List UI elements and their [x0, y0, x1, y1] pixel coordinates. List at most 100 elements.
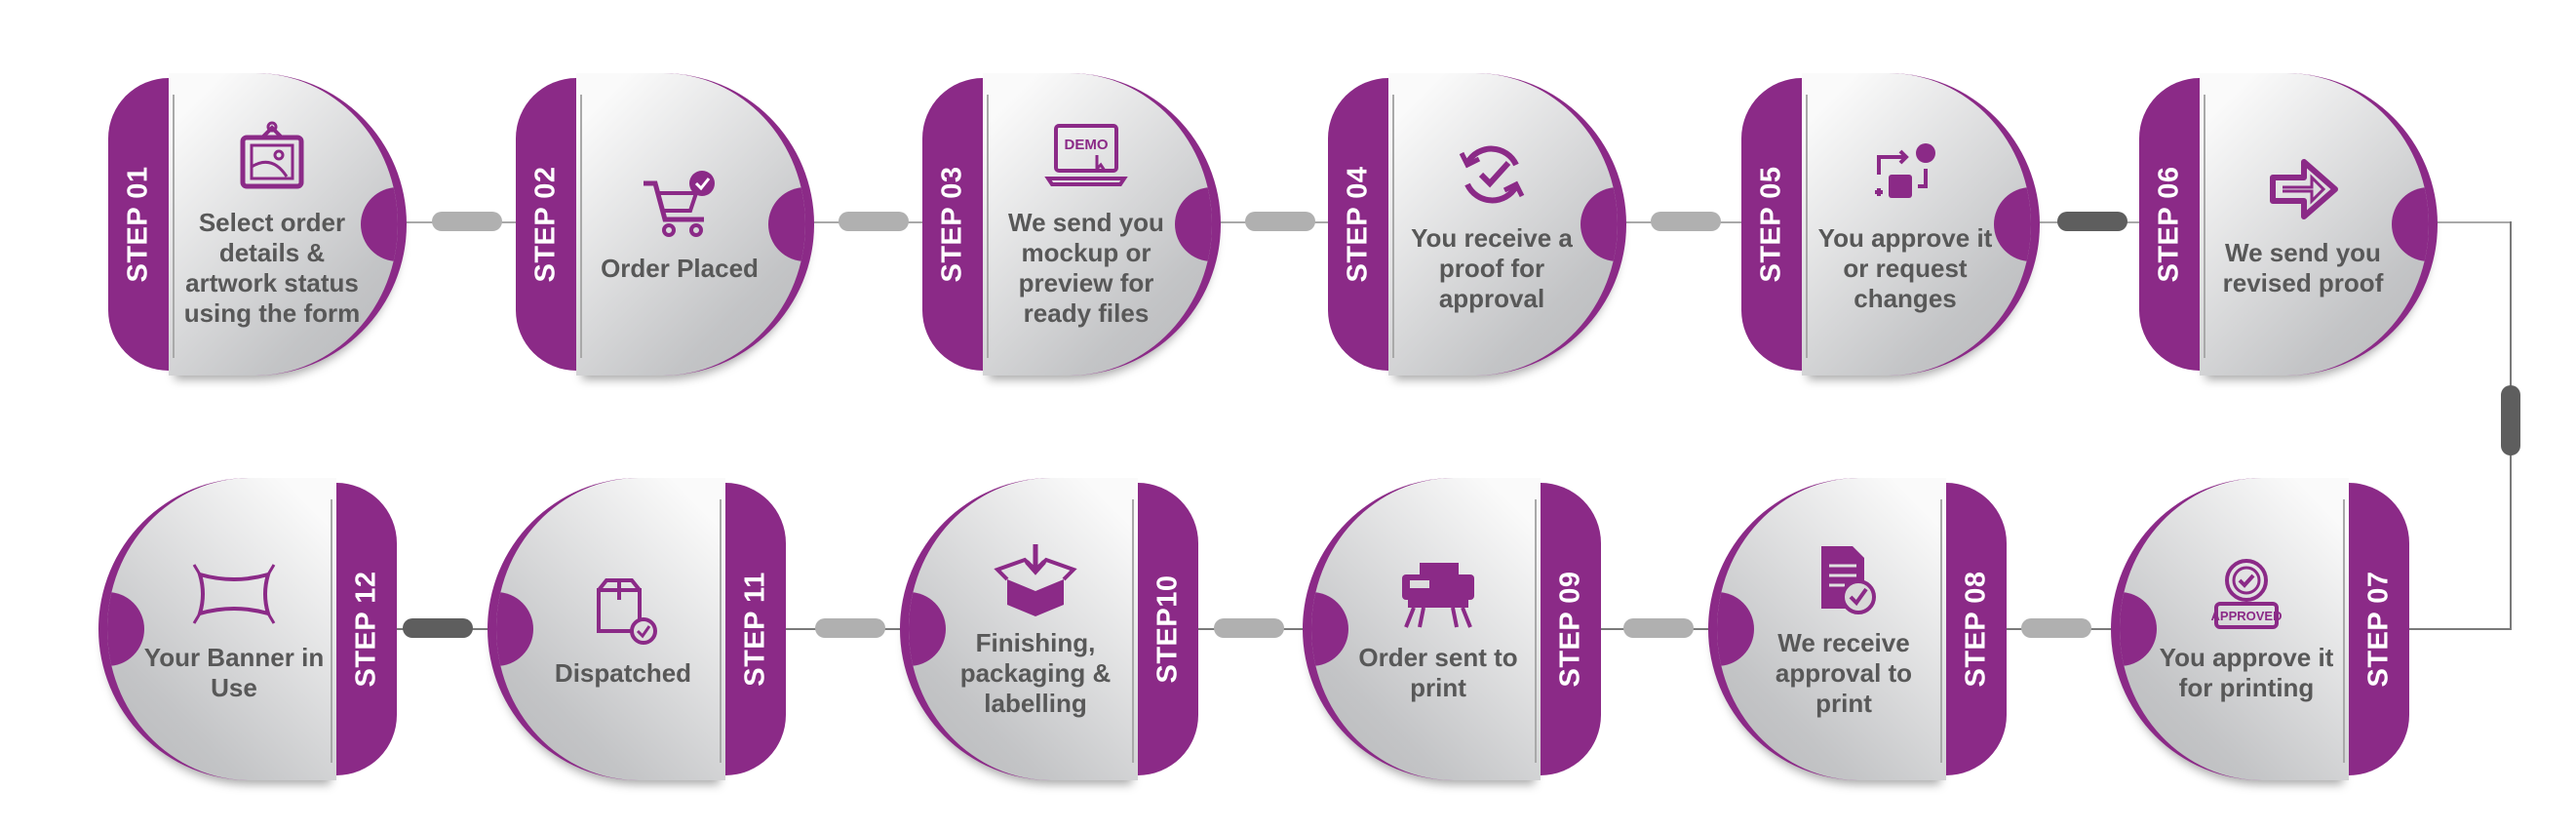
- divider: [331, 499, 332, 763]
- step-number: STEP 06: [2153, 166, 2185, 283]
- step-disc: You receive a proof for approval: [1388, 73, 1626, 376]
- step-content: Select order details & artwork status us…: [175, 93, 370, 356]
- step-number: STEP10: [1151, 574, 1184, 684]
- step-disc: We send you revised proof: [2200, 73, 2438, 376]
- shopping-cart-check-icon: [644, 170, 715, 237]
- step-card-12: Your Banner in Use STEP 12: [98, 478, 397, 780]
- step-label: Order Placed: [601, 253, 759, 283]
- step-card-6: We send you revised proof STEP 06: [2139, 73, 2438, 376]
- step-content: DEMO We send you mockup or preview for r…: [989, 93, 1184, 356]
- divider: [1535, 499, 1537, 763]
- step-disc: Dispatched: [488, 478, 725, 780]
- divider: [2204, 95, 2205, 358]
- connector-pill: [2021, 618, 2091, 638]
- step-label: Dispatched: [554, 657, 692, 688]
- divider: [1940, 499, 1942, 763]
- step-card-9: Order sent to print STEP 09: [1303, 478, 1601, 780]
- step-number: STEP 08: [1960, 571, 1992, 688]
- approved-stamp-icon: APPROVED: [2211, 559, 2283, 629]
- step-label: Your Banner in Use: [143, 643, 325, 702]
- step-tab: STEP 04: [1328, 78, 1388, 371]
- step-disc: Your Banner in Use: [98, 478, 336, 780]
- connector-pill: [432, 212, 502, 231]
- step-tab: STEP 11: [725, 483, 786, 775]
- divider: [987, 95, 989, 358]
- step-card-1: Select order details & artwork status us…: [108, 73, 407, 376]
- connector-pill: [1214, 618, 1284, 638]
- step-tab: STEP 05: [1741, 78, 1802, 371]
- step-number: STEP 02: [529, 166, 562, 283]
- connector-pill: [815, 618, 885, 638]
- step-content: We send you revised proof: [2205, 93, 2400, 356]
- step-number: STEP 04: [1342, 166, 1374, 283]
- step-card-10: Finishing, packaging & labelling STEP10: [900, 478, 1198, 780]
- step-number: STEP 03: [936, 166, 968, 283]
- step-tab: STEP 12: [336, 483, 397, 775]
- step-card-11: Dispatched STEP 11: [488, 478, 786, 780]
- connector-pill: [1651, 212, 1721, 231]
- step-tab: STEP 01: [108, 78, 169, 371]
- demo-laptop-icon: DEMO: [1044, 124, 1128, 186]
- arrow-right-icon: [2270, 159, 2338, 219]
- step-disc: APPROVED You approve it for printing: [2111, 478, 2349, 780]
- step-content: We receive approval to print: [1746, 497, 1941, 761]
- step-card-4: You receive a proof for approval STEP 04: [1328, 73, 1626, 376]
- step-tab: STEP 02: [516, 78, 576, 371]
- step-tab: STEP 09: [1541, 483, 1601, 775]
- step-label: We send you revised proof: [2222, 238, 2384, 297]
- step-disc: DEMO We send you mockup or preview for r…: [983, 73, 1221, 376]
- step-disc: We receive approval to print: [1708, 478, 1946, 780]
- step-label: Order sent to print: [1358, 643, 1518, 702]
- step-label: You receive a proof for approval: [1411, 222, 1573, 313]
- connector-pill: [2501, 385, 2520, 455]
- connector-pill: [1623, 618, 1694, 638]
- step-number: STEP 11: [739, 572, 771, 687]
- document-check-icon: [1821, 545, 1876, 614]
- step-content: Dispatched: [526, 497, 721, 761]
- workflow-arrows-icon: [1875, 142, 1935, 198]
- connector-pill: [1245, 212, 1315, 231]
- step-tab: STEP 08: [1946, 483, 2007, 775]
- step-label: You approve it or request changes: [1817, 222, 1993, 313]
- step-number: STEP 07: [2362, 571, 2395, 688]
- step-card-2: Order Placed STEP 02: [516, 73, 814, 376]
- step-content: APPROVED You approve it for printing: [2149, 497, 2344, 761]
- svg-text:DEMO: DEMO: [1065, 137, 1109, 153]
- step-label: We receive approval to print: [1775, 627, 1913, 718]
- step-disc: Select order details & artwork status us…: [169, 73, 407, 376]
- svg-text:APPROVED: APPROVED: [2211, 609, 2283, 623]
- divider: [580, 95, 582, 358]
- step-card-5: You approve it or request changes STEP 0…: [1741, 73, 2040, 376]
- framed-picture-icon: [240, 121, 304, 189]
- step-content: You receive a proof for approval: [1394, 93, 1589, 356]
- divider: [2343, 499, 2345, 763]
- large-format-printer-icon: [1402, 563, 1474, 628]
- step-content: Order sent to print: [1341, 497, 1536, 761]
- step-card-7: APPROVED You approve it for printing STE…: [2111, 478, 2409, 780]
- divider: [173, 95, 175, 358]
- step-disc: Order Placed: [576, 73, 814, 376]
- divider: [1806, 95, 1808, 358]
- step-content: Your Banner in Use: [137, 497, 332, 761]
- open-box-download-icon: [994, 543, 1077, 616]
- step-card-3: DEMO We send you mockup or preview for r…: [922, 73, 1221, 376]
- refresh-check-icon: [1459, 145, 1525, 203]
- step-content: Order Placed: [582, 93, 777, 356]
- step-label: We send you mockup or preview for ready …: [1008, 208, 1164, 328]
- step-number: STEP 12: [350, 571, 382, 688]
- connector-pill: [2057, 212, 2127, 231]
- step-disc: You approve it or request changes: [1802, 73, 2040, 376]
- step-card-8: We receive approval to print STEP 08: [1708, 478, 2007, 780]
- divider: [1392, 95, 1394, 358]
- step-disc: Order sent to print: [1303, 478, 1541, 780]
- step-label: You approve it for printing: [2159, 643, 2334, 702]
- step-content: You approve it or request changes: [1808, 93, 2003, 356]
- step-content: Finishing, packaging & labelling: [938, 497, 1133, 761]
- connector-pill: [839, 212, 909, 231]
- step-tab: STEP 03: [922, 78, 983, 371]
- step-number: STEP 09: [1554, 571, 1586, 688]
- step-label: Finishing, packaging & labelling: [959, 627, 1112, 718]
- hanging-banner-icon: [192, 564, 276, 624]
- step-tab: STEP 07: [2349, 483, 2409, 775]
- step-number: STEP 01: [122, 166, 154, 283]
